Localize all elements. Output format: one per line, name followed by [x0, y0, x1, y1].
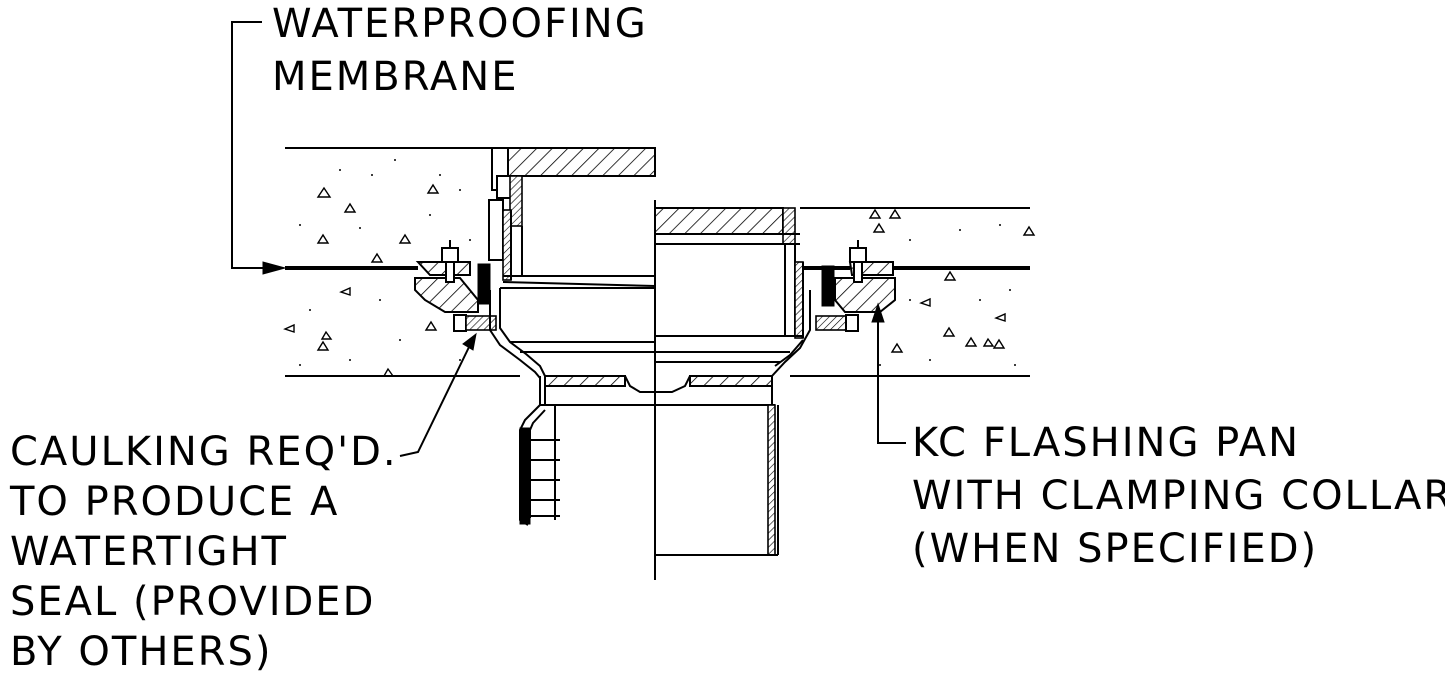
right-outlet — [654, 404, 779, 556]
left-extension-sleeve — [488, 199, 656, 287]
membrane-leader — [231, 21, 287, 275]
concrete-stipple — [299, 159, 1016, 366]
callout-flashing-line-2: WITH CLAMPING COLLAR — [912, 473, 1445, 519]
right-strainer-top — [654, 207, 800, 245]
callout-caulking-line-5: BY OTHERS) — [10, 629, 272, 673]
right-drain-body — [655, 290, 811, 406]
callout-caulking-line-1: CAULKING REQ'D. — [10, 429, 398, 475]
right-extension-sleeve — [655, 243, 804, 339]
callout-membrane-line-2: MEMBRANE — [272, 54, 518, 100]
callout-caulking-line-4: SEAL (PROVIDED — [10, 579, 375, 625]
concrete-slab — [285, 147, 1030, 377]
flashing-leader — [871, 302, 906, 444]
caulking-leader — [399, 332, 477, 457]
callout-caulking: CAULKING REQ'D. TO PRODUCE A WATERTIGHT … — [9, 429, 398, 673]
callout-membrane-line-1: WATERPROOFING — [272, 1, 648, 47]
callout-membrane: WATERPROOFING MEMBRANE — [272, 1, 648, 100]
callout-flashing-line-3: (WHEN SPECIFIED) — [912, 526, 1318, 572]
callout-flashing-line-1: KC FLASHING PAN — [912, 420, 1300, 466]
left-outlet — [519, 404, 560, 526]
left-clamping-collar — [414, 240, 497, 332]
callout-caulking-line-2: TO PRODUCE A — [9, 479, 339, 525]
left-drain-body — [489, 287, 655, 406]
right-clamping-collar — [815, 240, 896, 332]
callout-caulking-line-3: WATERTIGHT — [10, 529, 288, 575]
callout-flashing: KC FLASHING PAN WITH CLAMPING COLLAR (WH… — [912, 420, 1445, 572]
left-strainer-top — [491, 147, 656, 227]
